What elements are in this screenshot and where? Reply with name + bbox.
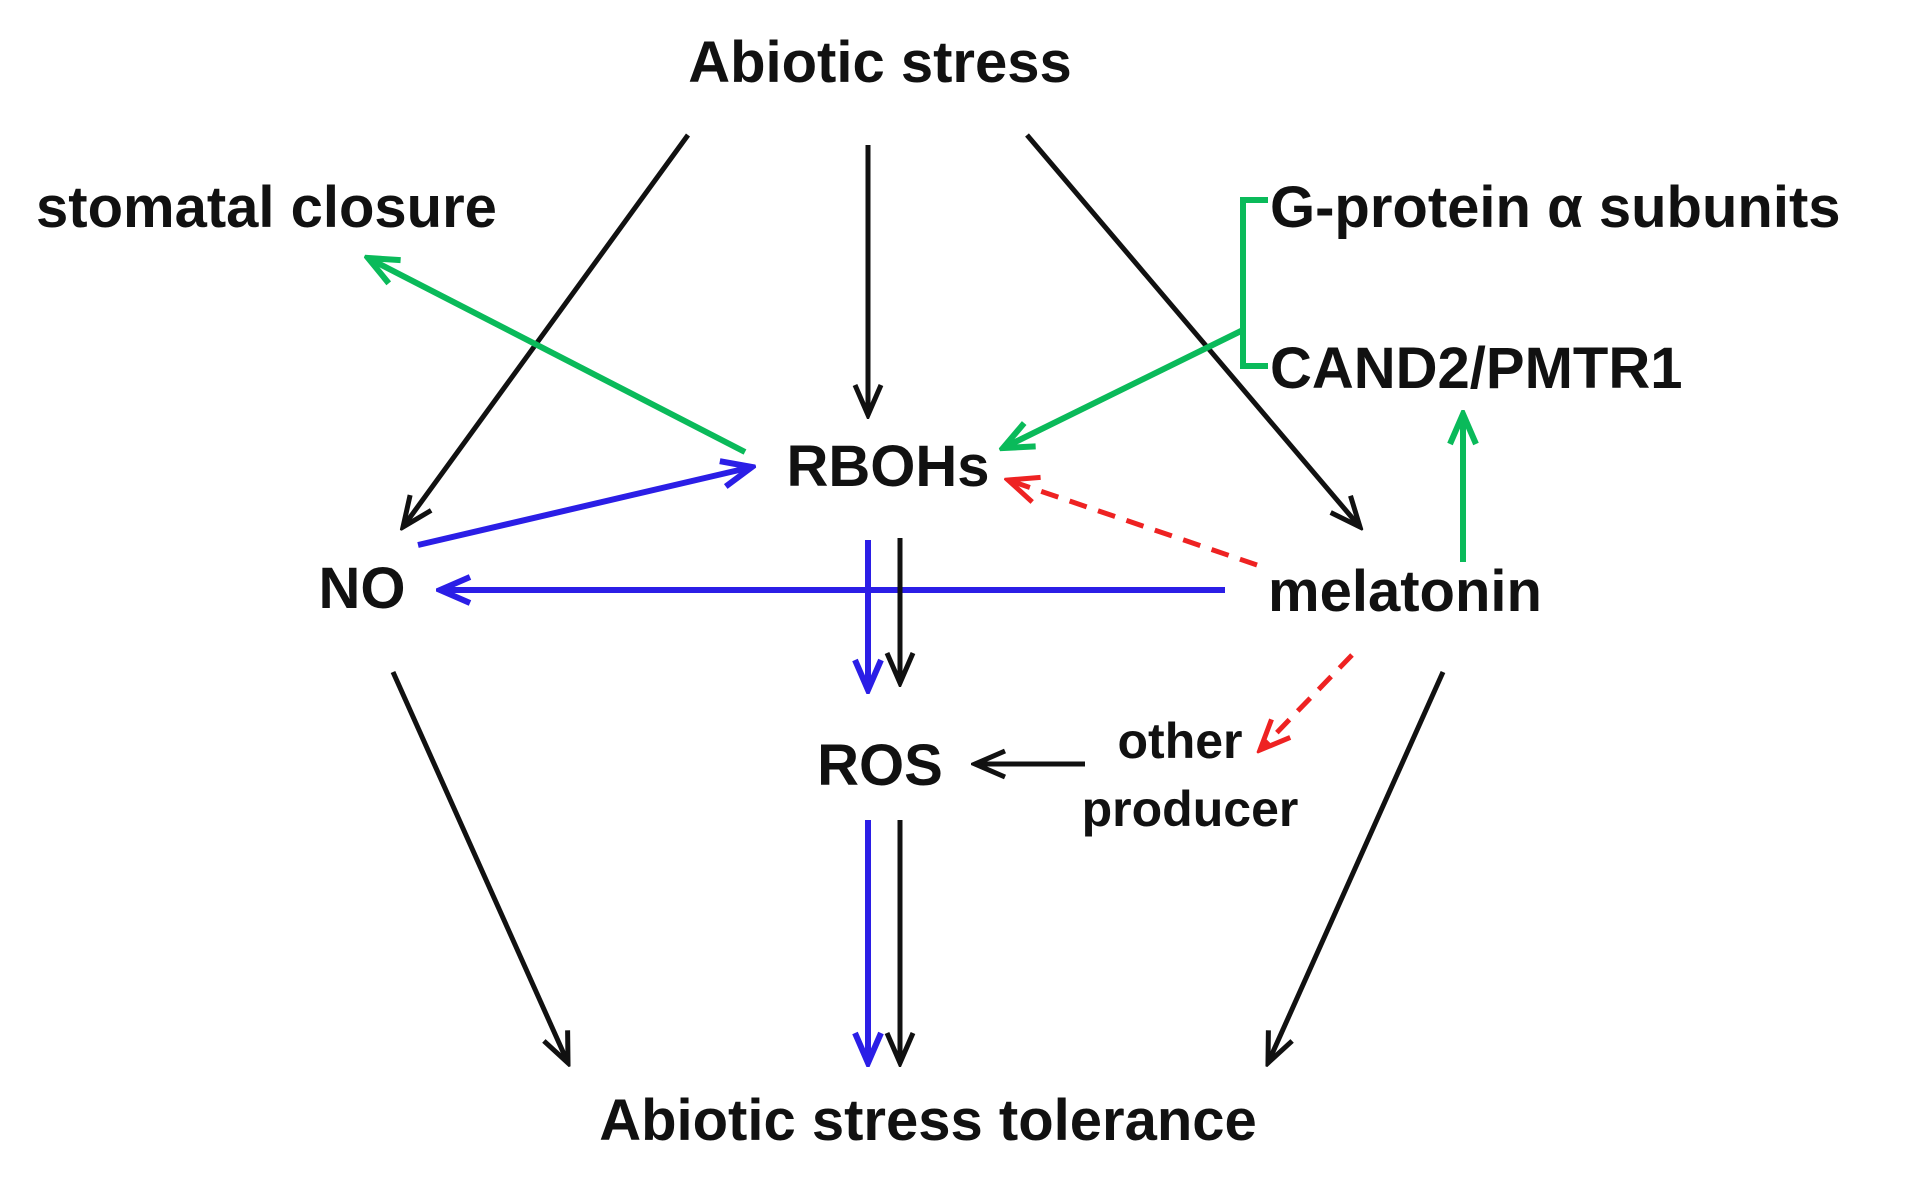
node-melatonin: melatonin	[1268, 559, 1542, 624]
edge-stress-to-melatonin	[1025, 133, 1360, 527]
node-other-producer-line1: other	[1118, 713, 1243, 769]
edge-melatonin-to-rbohs-dashed	[1008, 480, 1258, 568]
node-stomatal-closure: stomatal closure	[36, 175, 497, 240]
node-other-producer-line2: producer	[1082, 781, 1299, 837]
edge-no-to-tolerance	[390, 670, 568, 1063]
edge-rbohs-to-stomatal-closure	[368, 258, 747, 455]
edge-bracket-to-rbohs	[1003, 327, 1245, 448]
edge-stress-to-no	[403, 133, 691, 527]
node-abiotic-stress: Abiotic stress	[688, 30, 1072, 95]
nodes: Abiotic stress stomatal closure G-protei…	[36, 30, 1841, 1153]
edges	[368, 133, 1463, 1063]
bracket-g-protein-cand2	[1240, 197, 1268, 369]
node-rbohs: RBOHs	[786, 434, 989, 499]
edge-melatonin-to-tolerance	[1268, 670, 1446, 1063]
node-g-protein-alpha-subunits: G-protein α subunits	[1270, 175, 1841, 240]
edge-melatonin-to-other-producer-dashed	[1260, 653, 1354, 750]
node-ros: ROS	[817, 733, 943, 798]
edge-no-to-rbohs	[417, 467, 752, 548]
node-abiotic-stress-tolerance: Abiotic stress tolerance	[599, 1088, 1257, 1153]
node-no: NO	[319, 556, 406, 621]
node-cand2-pmtr1: CAND2/PMTR1	[1270, 336, 1683, 401]
